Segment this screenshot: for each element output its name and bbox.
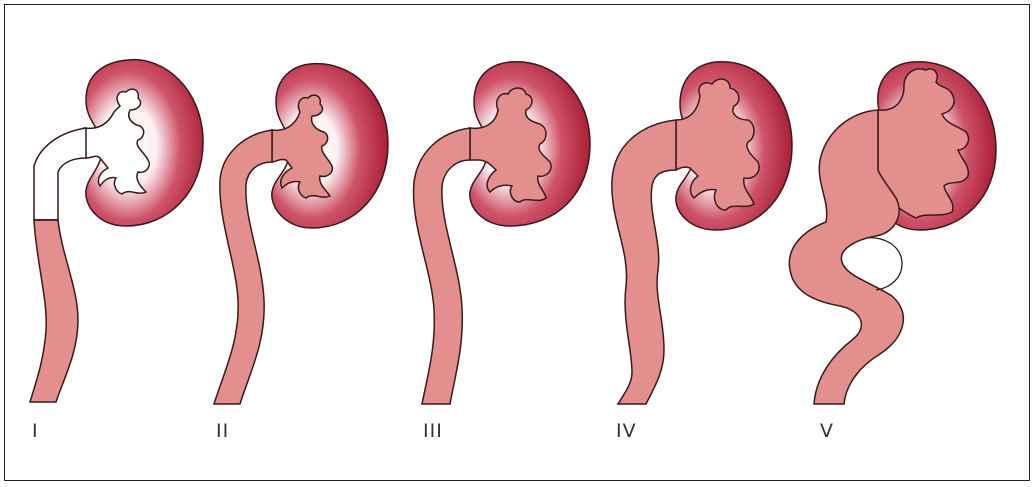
grade-label-2: II xyxy=(216,420,229,442)
grade-label-1: I xyxy=(32,420,39,442)
grade-label-5: V xyxy=(820,420,834,442)
grade-4-ureter xyxy=(612,120,676,404)
grade-label-4: IV xyxy=(616,420,637,442)
grade-5-ureter-loop-overlap xyxy=(866,238,902,290)
grade-label-3: III xyxy=(423,420,443,442)
grade-3-ureter xyxy=(414,128,470,404)
grade-4-diagram xyxy=(612,62,792,404)
grade-2-ureter xyxy=(214,130,272,404)
grade-3-diagram xyxy=(414,62,590,404)
grade-2-diagram xyxy=(214,64,388,404)
grade-1-lower-ureter xyxy=(30,220,78,402)
grade-1-diagram xyxy=(30,60,203,402)
grade-5-diagram xyxy=(789,62,996,404)
grade-1-ureter xyxy=(34,128,86,220)
